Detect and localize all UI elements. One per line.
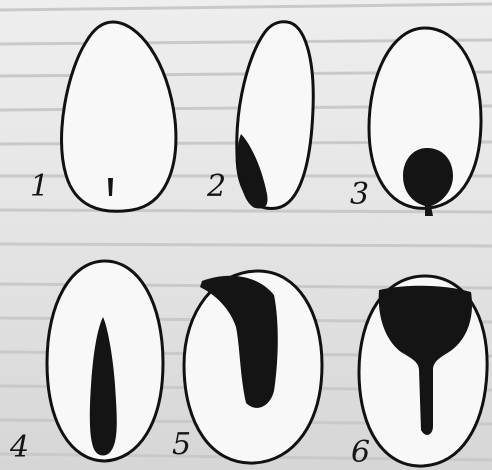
egg-outline-3 (355, 20, 492, 225)
panel-5: 5 (170, 265, 335, 470)
panel-2: 2 (205, 14, 325, 219)
egg-outline-5 (170, 265, 335, 470)
egg-outline-1 (40, 10, 185, 220)
panel-3: 3 (355, 20, 492, 225)
figure-number-2: 2 (207, 172, 226, 202)
panel-1: 1 (40, 10, 185, 220)
figure-number-4: 4 (10, 433, 29, 463)
figure-number-6: 6 (351, 438, 370, 468)
figure-number-3: 3 (350, 180, 369, 210)
figure-number-1: 1 (30, 172, 49, 202)
figure-number-5: 5 (172, 430, 191, 460)
panel-6: 6 (345, 270, 492, 470)
egg-outline-4 (35, 255, 175, 470)
panel-4: 4 (35, 255, 175, 470)
